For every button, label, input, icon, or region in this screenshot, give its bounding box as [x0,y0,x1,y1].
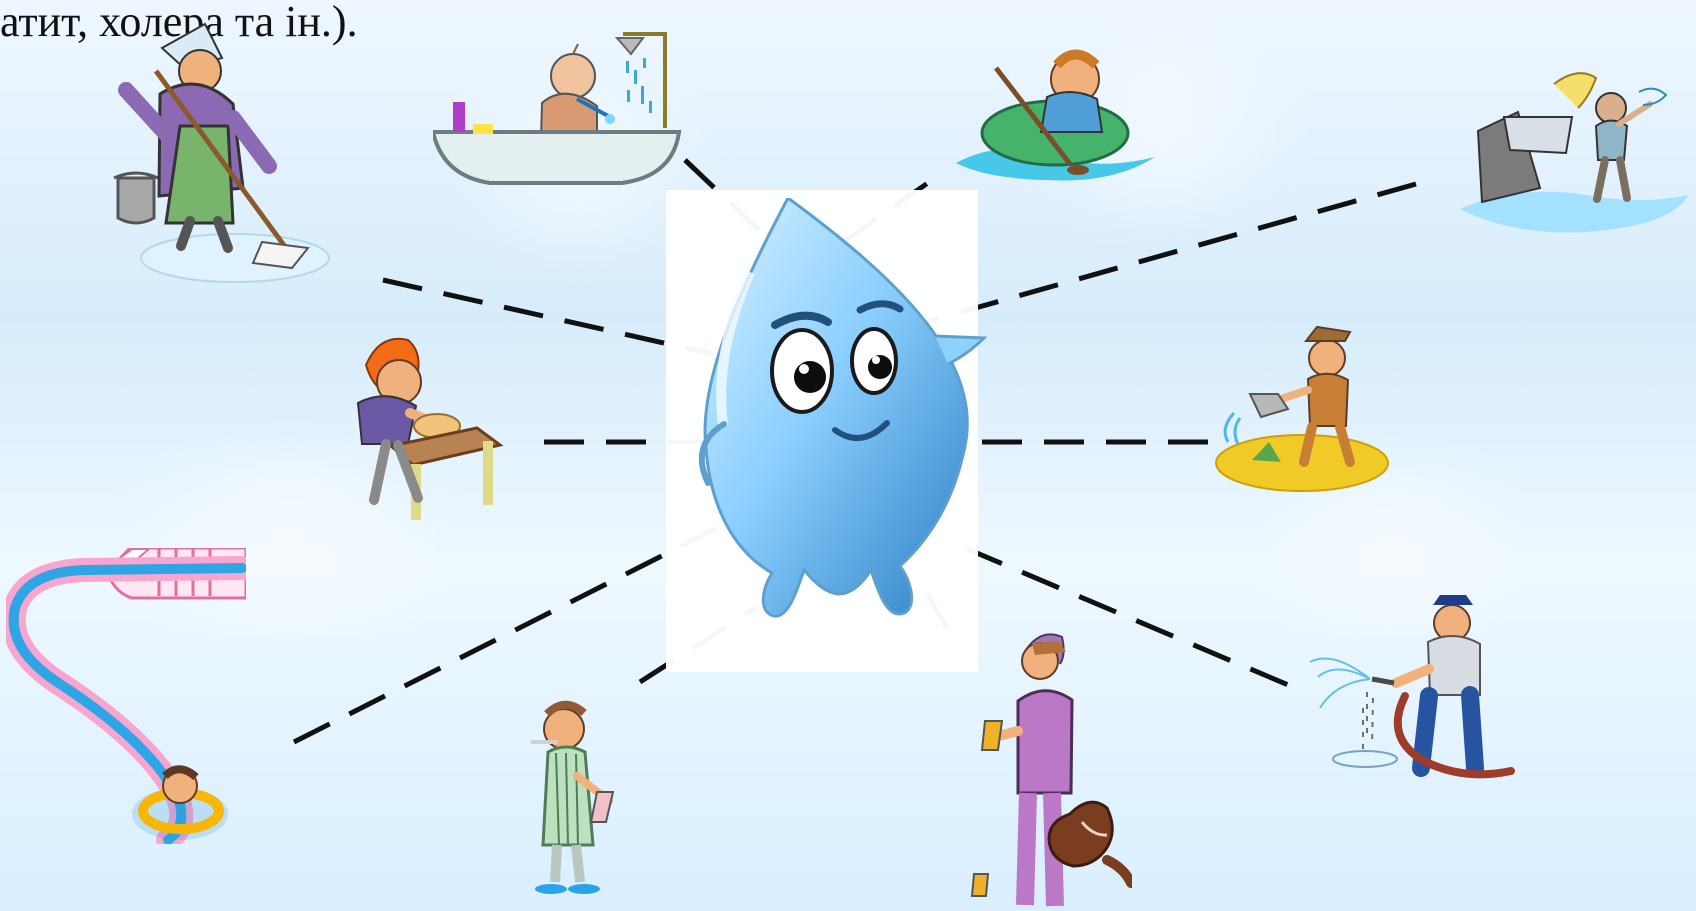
boating-scene [952,34,1158,184]
washing-table-scene [338,328,524,552]
water-slide-scene [6,548,246,844]
watering-garden-scene [1214,316,1390,498]
water-drop-mascot [690,198,990,628]
bath-shower-scene [433,26,687,198]
laundry-washing-scene [1460,66,1690,242]
toothbrushing-scene [516,696,624,906]
connector-line [294,528,717,742]
watering-hose-scene [1304,588,1566,784]
mopping-floor-scene [48,18,342,290]
drinking-with-dog-scene [962,624,1132,910]
connector-line [922,184,1416,323]
